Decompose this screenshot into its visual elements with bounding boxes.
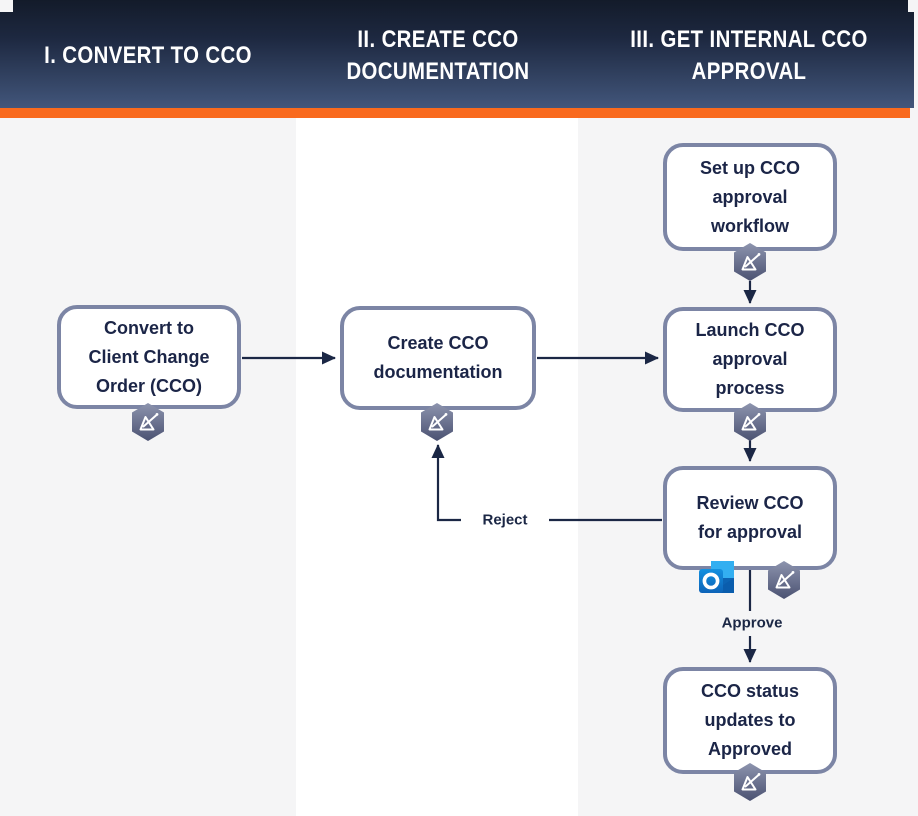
- column-bg-convert: [0, 118, 296, 816]
- header-corner-notch-right: [908, 0, 918, 12]
- column-title-documentation: II. CREATE CCO DOCUMENTATION: [346, 26, 530, 85]
- header-corner-notch-left: [0, 0, 13, 12]
- outlook-icon: [699, 561, 734, 593]
- project-operations-icon: [421, 403, 453, 441]
- header-accent-bar: [0, 108, 910, 118]
- project-operations-icon: [768, 561, 800, 599]
- project-operations-icon: [734, 763, 766, 801]
- node-cco-status-updates-approved[interactable]: CCO status updates to Approved: [663, 667, 837, 774]
- column-bg-documentation: [296, 118, 578, 816]
- header-banner: [0, 0, 914, 108]
- project-operations-icon: [132, 403, 164, 441]
- column-title-convert: I. CONVERT TO CCO: [44, 42, 252, 69]
- project-operations-icon: [734, 243, 766, 281]
- edge-label-reject: Reject: [482, 511, 528, 529]
- node-create-cco-documentation[interactable]: Create CCO documentation: [340, 306, 536, 410]
- node-convert-to-cco[interactable]: Convert to Client Change Order (CCO): [57, 305, 241, 409]
- node-review-cco-for-approval[interactable]: Review CCO for approval: [663, 466, 837, 570]
- project-operations-icon: [734, 403, 766, 441]
- node-setup-cco-approval-workflow[interactable]: Set up CCO approval workflow: [663, 143, 837, 251]
- column-title-approval: III. GET INTERNAL CCO APPROVAL: [630, 26, 868, 85]
- edge-label-approve: Approve: [721, 614, 783, 632]
- node-launch-cco-approval-process[interactable]: Launch CCO approval process: [663, 307, 837, 412]
